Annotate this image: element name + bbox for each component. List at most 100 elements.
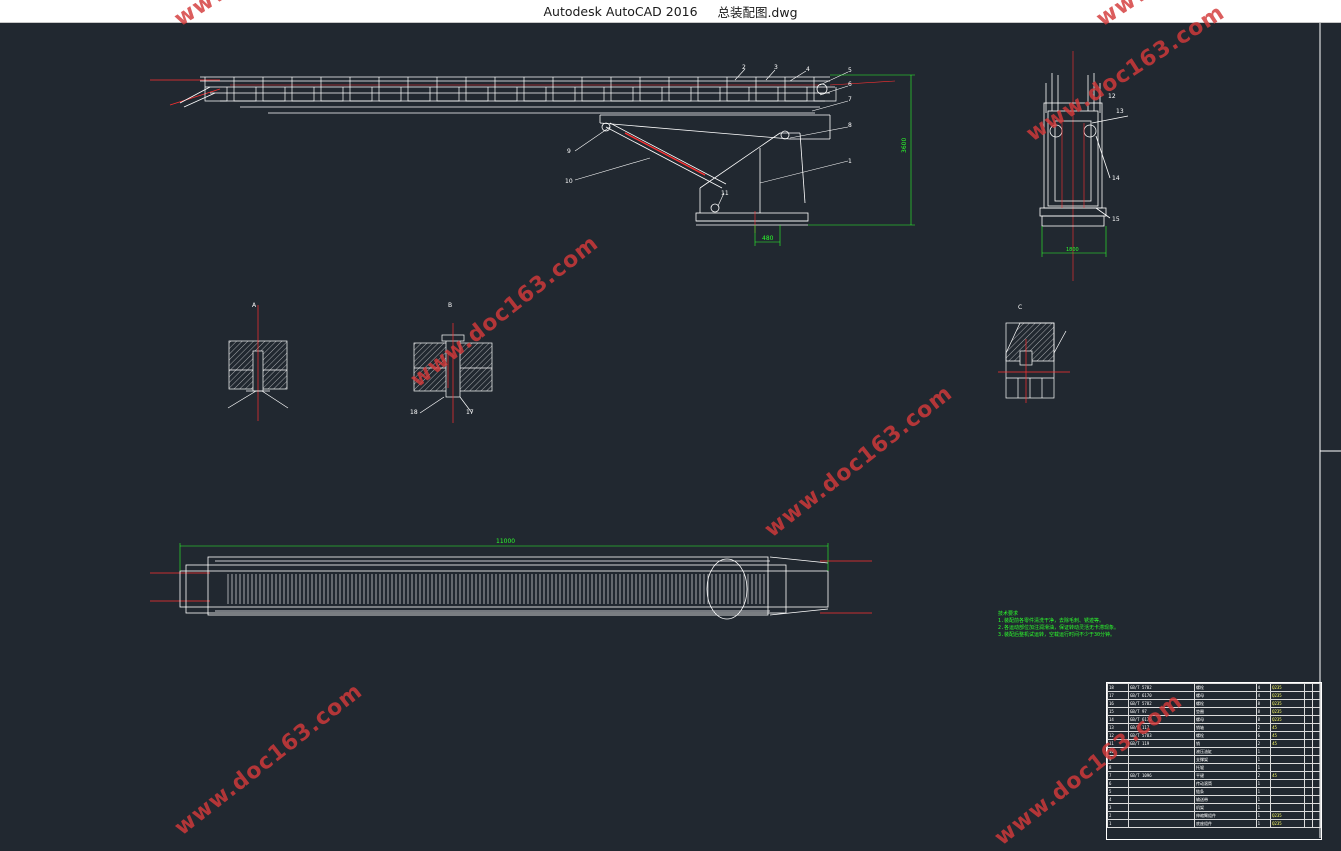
bom-cell: 液压油缸 [1194, 747, 1257, 756]
bom-cell [1127, 819, 1196, 828]
bom-cell [1303, 691, 1313, 700]
bom-cell: 1 [1255, 787, 1272, 796]
bom-cell: Q235 [1270, 715, 1305, 724]
bom-cell [1270, 763, 1305, 772]
drawing-svg[interactable]: 3600 480 2 3 4 5 6 7 8 9 10 11 1 [0, 23, 1341, 838]
bom-cell: Q235 [1270, 819, 1305, 828]
section-c-detail[interactable]: C [998, 304, 1070, 403]
bom-cell [1127, 787, 1196, 796]
balloon: 2 [742, 64, 746, 71]
bracket [204, 77, 228, 102]
bom-cell: 螺栓 [1194, 699, 1257, 708]
section-b-detail[interactable]: B [413, 302, 493, 423]
balloon: 14 [1112, 175, 1120, 182]
bom-cell [1270, 755, 1305, 764]
bom-cell: 45 [1270, 771, 1305, 780]
bom-cell: GB/T 97 [1127, 707, 1196, 716]
bom-cell: GB/T 1096 [1127, 771, 1196, 780]
bom-cell [1127, 755, 1196, 764]
bracket [407, 77, 431, 102]
support-structure[interactable] [599, 114, 831, 233]
bom-cell: GB/T 117 [1127, 723, 1196, 732]
bracket [552, 77, 576, 102]
bom-cell: 平键 [1194, 771, 1257, 780]
balloon: 6 [848, 81, 852, 88]
bracket [813, 77, 837, 102]
bom-cell: 螺栓 [1194, 683, 1257, 692]
bom-cell [1270, 803, 1305, 812]
bom-cell: 9 [1107, 755, 1129, 764]
bracket [581, 77, 605, 102]
balloon: 12 [1108, 93, 1116, 100]
bom-cell [1303, 787, 1313, 796]
main-side-view[interactable] [150, 76, 896, 114]
side-width-dimension: 1800 [1066, 247, 1079, 253]
main-view-dimensions [754, 74, 915, 246]
balloon: 15 [1112, 216, 1120, 223]
bom-cell: 传动滚筒 [1194, 779, 1257, 788]
balloon: 17 [466, 409, 474, 416]
bom-cell: 伸缩臂组件 [1194, 811, 1257, 820]
balloon: 11 [721, 190, 729, 197]
bracket [233, 77, 257, 102]
bom-cell [1311, 763, 1321, 772]
title-bar: Autodesk AutoCAD 2016 总装配图.dwg [0, 0, 1341, 23]
bom-cell: 螺母 [1194, 715, 1257, 724]
bracket [465, 77, 489, 102]
bom-cell [1127, 779, 1196, 788]
bom-cell: GB/T 6170 [1127, 691, 1196, 700]
bom-cell: 1 [1255, 803, 1272, 812]
bom-cell [1303, 803, 1313, 812]
bom-cell [1311, 707, 1321, 716]
bracket [320, 77, 344, 102]
bom-cell: 1 [1255, 747, 1272, 756]
bom-cell: 底座组件 [1194, 819, 1257, 828]
bracket [291, 77, 315, 102]
bom-cell: 机架 [1194, 803, 1257, 812]
section-a-detail[interactable]: A [227, 302, 289, 421]
bom-cell: 2 [1107, 811, 1129, 820]
plan-view[interactable] [150, 556, 872, 620]
bom-cell [1311, 787, 1321, 796]
bom-cell [1127, 803, 1196, 812]
bom-cell [1303, 747, 1313, 756]
bom-cell [1311, 691, 1321, 700]
balloon-leaders [574, 68, 849, 207]
bom-cell: 输送带 [1194, 795, 1257, 804]
bom-cell [1311, 747, 1321, 756]
bom-cell: 7 [1107, 771, 1129, 780]
bom-cell [1270, 747, 1305, 756]
bom-cell: 18 [1107, 683, 1129, 692]
bom-cell: Q235 [1270, 699, 1305, 708]
bom-cell [1303, 763, 1313, 772]
bracket [668, 77, 692, 102]
bom-cell [1270, 795, 1305, 804]
bom-cell: 8 [1107, 763, 1129, 772]
bom-cell [1127, 763, 1196, 772]
note-line: 1.装配前各零件清洗干净，去除毛刺、锈迹等。 [998, 618, 1105, 624]
bom-cell [1303, 739, 1313, 748]
bom-cell: GB/T 5782 [1127, 699, 1196, 708]
bom-cell [1303, 795, 1313, 804]
note-line: 3.装配后整机试运转，空载运行时间不少于30分钟。 [998, 632, 1116, 638]
end-view[interactable] [1039, 51, 1129, 281]
bom-cell: GB/T 119 [1127, 739, 1196, 748]
bom-cell [1303, 715, 1313, 724]
bom-cell: 16 [1107, 699, 1129, 708]
bom-cell: 45 [1270, 723, 1305, 732]
bom-cell: 1 [1255, 795, 1272, 804]
balloon: 4 [806, 66, 810, 73]
bracket [784, 77, 808, 102]
balloon: 7 [848, 96, 852, 103]
technical-notes: 技术要求 1.装配前各零件清洗干净，去除毛刺、锈迹等。 2.各运动部位加注润滑油… [998, 611, 1119, 639]
balloon: 18 [410, 409, 418, 416]
